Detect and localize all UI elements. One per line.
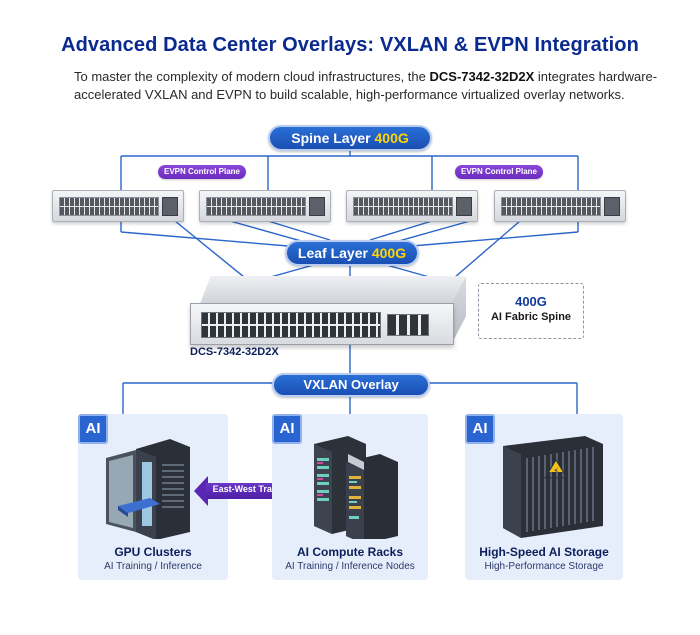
- intro-text-before: To master the complexity of modern cloud…: [74, 69, 430, 84]
- leaf-layer-pill: Leaf Layer 400G: [285, 240, 419, 266]
- fabric-spine-box: 400G AI Fabric Spine: [478, 283, 584, 339]
- core-switch-ports: [201, 312, 381, 338]
- card-subtitle: AI Training / Inference: [104, 561, 202, 572]
- ai-badge: AI: [272, 414, 302, 444]
- page-title: Advanced Data Center Overlays: VXLAN & E…: [61, 34, 639, 56]
- gpu-cluster-icon: [106, 439, 190, 540]
- core-switch-uplinks: [387, 314, 429, 336]
- vxlan-overlay-label: VXLAN Overlay: [303, 377, 399, 392]
- svg-text:⚡: ⚡: [553, 467, 559, 477]
- core-switch-top: [200, 276, 465, 304]
- card-title: AI Compute Racks: [296, 545, 404, 559]
- leaf-layer-speed: 400G: [371, 245, 407, 261]
- card-subtitle: High-Performance Storage: [484, 561, 604, 572]
- core-switch-model: DCS-7342-32D2X: [190, 346, 279, 358]
- card-subtitle: AI Training / Inference Nodes: [285, 561, 415, 572]
- intro-text-after: integrates hardware-accelerated VXLAN an…: [74, 69, 658, 102]
- spine-switch-2: [199, 190, 331, 222]
- core-switch: [190, 303, 454, 345]
- intro-paragraph: To master the complexity of modern cloud…: [74, 68, 674, 104]
- vxlan-overlay-pill: VXLAN Overlay: [272, 373, 430, 397]
- intro-model: DCS-7342-32D2X: [429, 69, 535, 84]
- leaf-layer-label: Leaf Layer: [297, 245, 372, 261]
- card-title: High-Speed AI Storage: [479, 545, 609, 559]
- evpn-tag-right: EVPN Control Plane: [455, 165, 543, 179]
- east-west-traffic-label: East-West Traffic: [212, 484, 286, 494]
- fabric-speed: 400G: [515, 294, 547, 309]
- ai-badge: AI: [465, 414, 495, 444]
- card-ai-storage: AI ⚡ High-Speed AI Storage High-Performa…: [465, 414, 623, 580]
- spine-layer-pill: Spine Layer 400G: [268, 125, 432, 151]
- fabric-label: AI Fabric Spine: [490, 311, 572, 323]
- evpn-tag-left: EVPN Control Plane: [158, 165, 246, 179]
- card-title: GPU Clusters: [114, 545, 192, 559]
- spine-switch-3: [346, 190, 478, 222]
- spine-layer-speed: 400G: [374, 130, 409, 146]
- compute-racks-icon: [314, 436, 398, 544]
- storage-array-icon: ⚡: [503, 436, 603, 538]
- spine-switch-4: [494, 190, 626, 222]
- spine-switch-1: [52, 190, 184, 222]
- card-ai-compute-racks: AI AI Compute Racks AI Training / Infere…: [272, 414, 428, 580]
- ai-badge: AI: [78, 414, 108, 444]
- spine-layer-label: Spine Layer: [291, 130, 375, 146]
